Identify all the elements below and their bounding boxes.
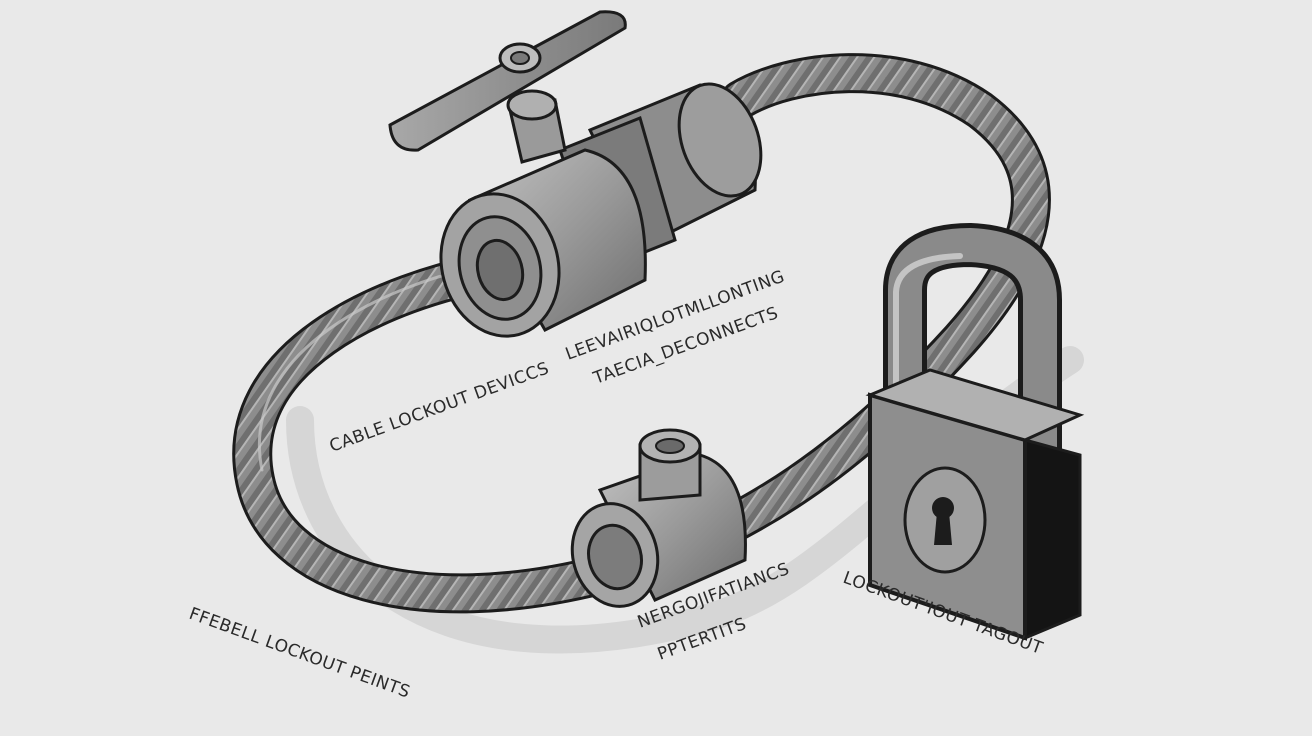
cable-fitting-icon: [570, 428, 747, 608]
label-cable-lockout-devices: CABLE LOCKOUT DEVICCS: [327, 358, 552, 456]
label-ffebell-lockout-points: FFEBELL LOCKOUT PEINTS: [186, 604, 413, 703]
padlock-icon: [865, 222, 1085, 641]
ball-valve-icon: [388, 10, 763, 338]
